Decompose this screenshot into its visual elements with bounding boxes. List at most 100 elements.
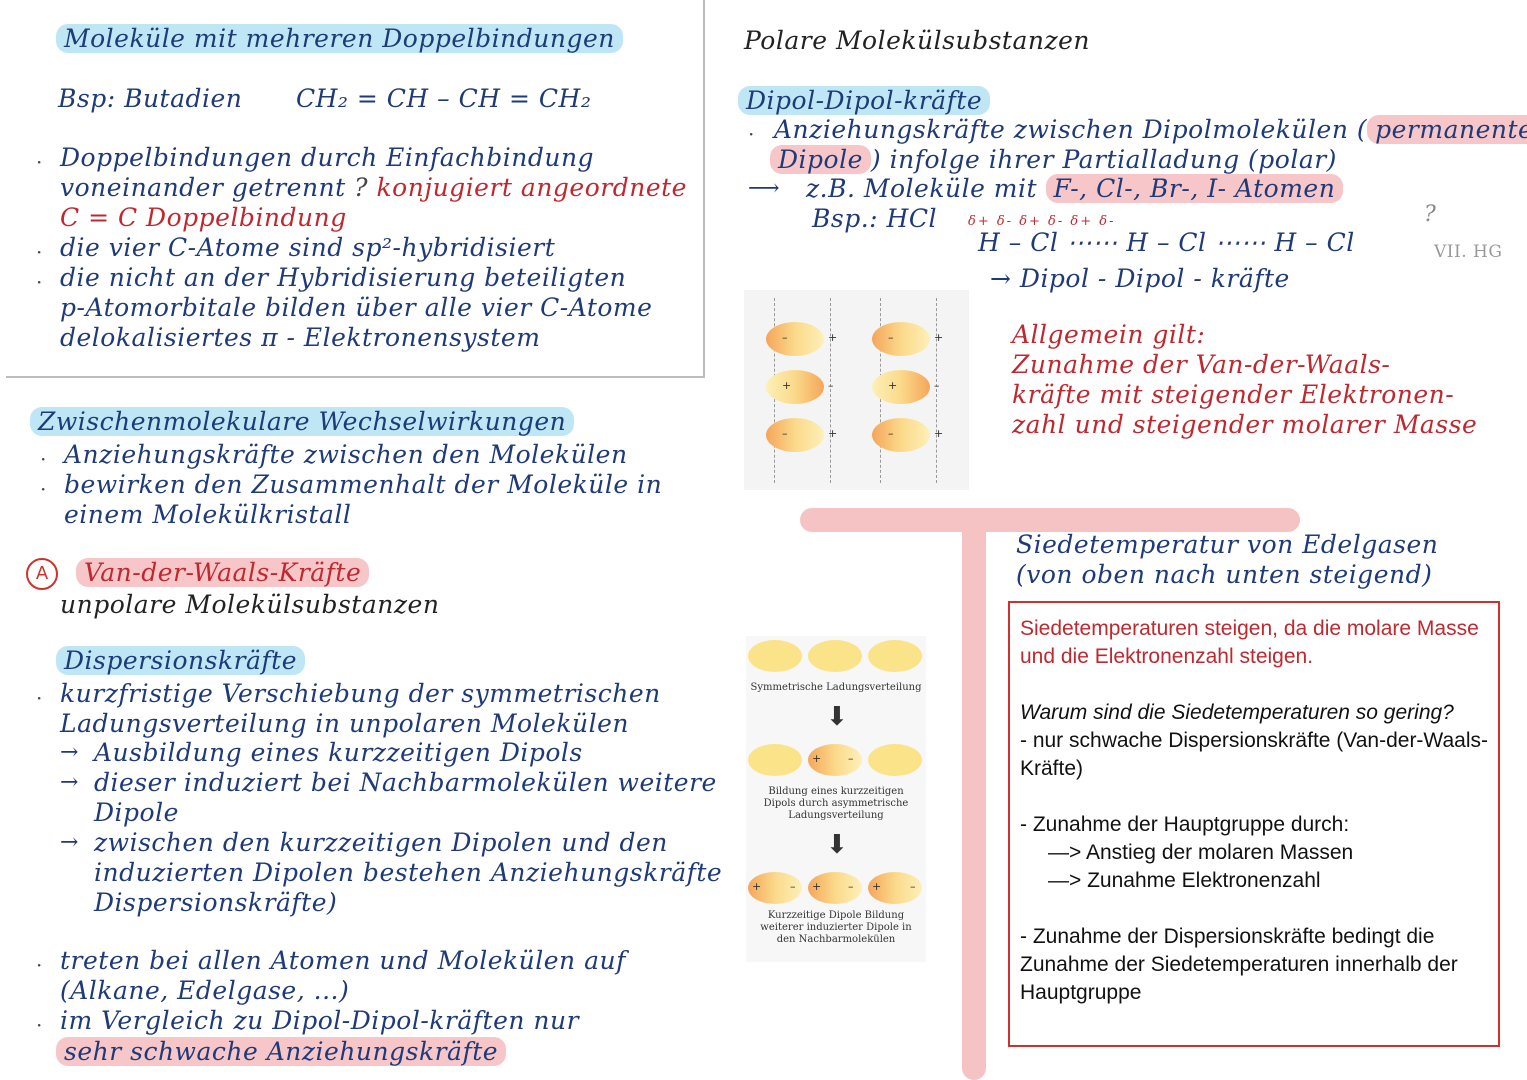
dipole-molecule <box>748 872 802 904</box>
figure-caption: Symmetrische Ladungsverteilung <box>750 682 922 693</box>
minus-sign: – <box>848 752 854 765</box>
arrow-icon: → <box>60 830 79 855</box>
down-arrow-icon: ⬇ <box>826 702 848 732</box>
figure-caption: Bildung eines kurzzeitigen Dipols durch … <box>763 786 909 821</box>
subtitle-nonpolar: unpolare Molekülsubstanzen <box>60 590 440 619</box>
text-line: Dispersionskräfte) <box>94 888 338 917</box>
plus-sign: + <box>828 331 838 344</box>
plus-sign: + <box>752 880 762 893</box>
dipole-molecule <box>872 370 930 404</box>
section-title-dispersion: Dispersionskräfte <box>56 646 306 675</box>
text-line: Anziehungskräfte zwischen Dipolmolekülen… <box>774 115 1527 144</box>
text-line: zahl und steigender molarer Masse <box>1012 410 1478 439</box>
minus-sign: – <box>888 427 894 440</box>
text-line: treten bei allen Atomen und Molekülen au… <box>60 946 626 975</box>
info-box: Siedetemperaturen steigen, da die molare… <box>1008 601 1500 1047</box>
text-line: bewirken den Zusammenhalt der Moleküle i… <box>64 470 663 499</box>
text-line: induzierten Dipolen bestehen Anziehungsk… <box>94 858 723 887</box>
divider-bar <box>800 508 1300 532</box>
info-question: Warum sind die Siedetemperaturen so geri… <box>1020 701 1454 724</box>
text-line: die vier C-Atome sind sp²-hybridisiert <box>60 233 556 262</box>
guide-line <box>936 298 937 483</box>
info-answer: - Zunahme der Dispersionskräfte bedingt … <box>1020 925 1458 1004</box>
arrow-icon: ⟶ <box>748 176 780 201</box>
figure-caption: Kurzzeitige Dipole Bildung weiterer indu… <box>760 910 912 945</box>
symmetric-molecule <box>868 744 922 776</box>
bullet-dot: · <box>36 1013 43 1037</box>
dispersion-figure: Symmetrische Ladungsverteilung ⬇ + – Bil… <box>746 636 926 962</box>
bullet-dot: · <box>36 686 43 710</box>
partial-charges: δ+ δ- δ+ δ- δ+ δ- <box>968 214 1116 229</box>
text-line: (von oben nach unten steigend) <box>1016 560 1433 589</box>
info-statement: Siedetemperaturen steigen, da die molare… <box>1020 617 1479 668</box>
example-label: Bsp: Butadien <box>58 84 243 113</box>
symmetric-molecule <box>748 744 802 776</box>
text-line-highlight: sehr schwache Anziehungskräfte <box>56 1037 507 1066</box>
text-line: Doppelbindungen durch Einfachbindung <box>60 143 595 172</box>
text-line: Allgemein gilt: <box>1012 320 1206 349</box>
text-line: dieser induziert bei Nachbarmolekülen we… <box>94 768 717 797</box>
minus-sign: – <box>790 880 796 893</box>
dipole-molecule <box>766 418 824 452</box>
section-title-multiple-double-bonds: Moleküle mit mehreren Doppelbindungen <box>56 24 623 53</box>
text-line: zwischen den kurzzeitigen Dipolen und de… <box>94 828 668 857</box>
text-line: im Vergleich zu Dipol-Dipol-kräften nur <box>60 1006 580 1035</box>
plus-sign: + <box>934 427 944 440</box>
arrow-icon: → <box>60 770 79 795</box>
dipole-dipole-figure: – + – + + – + – – + – + <box>744 290 969 490</box>
dipole-molecule <box>872 322 930 356</box>
text-line: kurzfristige Verschiebung der symmetrisc… <box>60 679 661 708</box>
plus-sign: + <box>828 427 838 440</box>
minus-sign: – <box>782 331 788 344</box>
section-title-dipole: Dipol-Dipol-kräfte <box>738 86 991 115</box>
side-note: VII. HG <box>1434 242 1503 262</box>
top-left-panel <box>6 0 705 378</box>
minus-sign: – <box>782 427 788 440</box>
plus-sign: + <box>782 379 792 392</box>
bullet-dot: · <box>36 953 43 977</box>
symmetric-molecule <box>748 640 802 672</box>
text-line: Dipole <box>94 798 179 827</box>
plus-sign: + <box>872 880 882 893</box>
text-line: C = C Doppelbindung <box>60 203 347 232</box>
hcl-chain: H – Cl ⋯⋯ H – Cl ⋯⋯ H – Cl <box>978 228 1355 257</box>
minus-sign: – <box>848 880 854 893</box>
info-answer: —> Zunahme Elektronenzahl <box>1048 869 1321 892</box>
arrow-icon: → <box>60 740 79 765</box>
text-line: Zunahme der Van-der-Waals- <box>1012 350 1391 379</box>
dipole-molecule <box>766 322 824 356</box>
bullet-dot: · <box>748 122 755 146</box>
symmetric-molecule <box>868 640 922 672</box>
section-title-intermolecular: Zwischenmolekulare Wechselwirkungen <box>30 407 575 436</box>
text-line: p-Atomorbitale bilden über alle vier C-A… <box>60 293 653 322</box>
dipole-molecule <box>766 370 824 404</box>
bullet-dot: · <box>36 270 43 294</box>
down-arrow-icon: ⬇ <box>826 830 848 860</box>
question-mark-icon: ? <box>1424 202 1437 227</box>
section-title-polar: Polare Molekülsubstanzen <box>744 26 1091 55</box>
section-marker-a: A <box>26 558 58 590</box>
text-line: voneinander getrennt ? konjugiert angeor… <box>60 173 687 202</box>
text-line: z.B. Moleküle mit F-, Cl-, Br-, I- Atome… <box>806 174 1344 203</box>
minus-sign: – <box>910 880 916 893</box>
plus-sign: + <box>812 880 822 893</box>
text-line: die nicht an der Hybridisierung beteilig… <box>60 263 627 292</box>
plus-sign: + <box>812 752 822 765</box>
section-title-vdw: Van-der-Waals-Kräfte <box>76 558 370 587</box>
text-line: Ladungsverteilung in unpolaren Molekülen <box>60 709 629 738</box>
bullet-dot: · <box>40 447 47 471</box>
text-line: Ausbildung eines kurzzeitigen Dipols <box>94 738 583 767</box>
divider-bar <box>962 528 986 1080</box>
bullet-dot: · <box>36 150 43 174</box>
text-line: kräfte mit steigender Elektronen- <box>1012 380 1455 409</box>
minus-sign: – <box>934 379 940 392</box>
dipole-molecule <box>808 744 862 776</box>
text-line: einem Molekülkristall <box>64 500 352 529</box>
bullet-dot: · <box>40 477 47 501</box>
dipole-molecule <box>872 418 930 452</box>
guide-line <box>830 298 831 483</box>
text-line: Anziehungskräfte zwischen den Molekülen <box>64 440 628 469</box>
minus-sign: – <box>888 331 894 344</box>
text-line: → Dipol - Dipol - kräfte <box>990 264 1290 293</box>
dipole-molecule <box>808 872 862 904</box>
